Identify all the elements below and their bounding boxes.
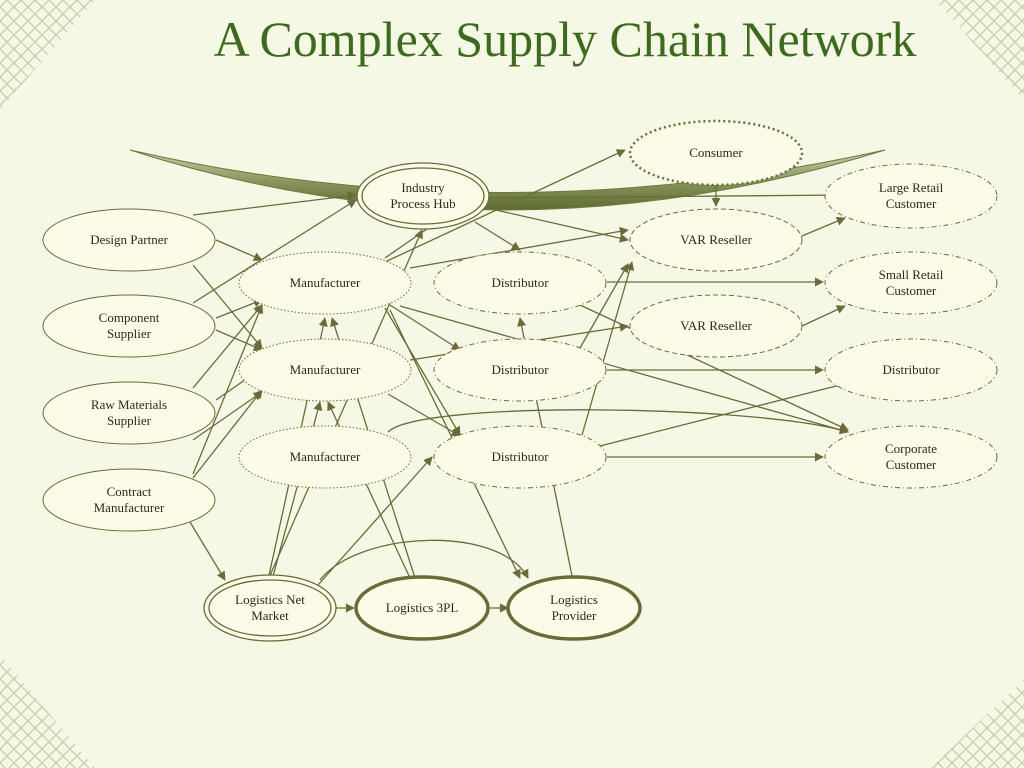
- node-var-reseller-2[interactable]: [629, 294, 803, 358]
- edge-mfr1-consumer: [384, 149, 626, 263]
- label-industry-hub: Industry Process Hub: [390, 180, 456, 211]
- label-var-reseller-1: VAR Reseller: [680, 232, 752, 247]
- node-design-partner[interactable]: [42, 208, 216, 272]
- node-manufacturer-1[interactable]: [238, 251, 412, 315]
- node-logistics-provider[interactable]: [506, 575, 642, 641]
- edge-mfr1-dist2: [389, 304, 461, 351]
- edge-design-mfr1: [215, 239, 263, 261]
- node-var-reseller-1[interactable]: [629, 208, 803, 272]
- edge-lnm-lp: [319, 539, 529, 581]
- edge-mfr3-corporate: [387, 409, 849, 434]
- label-distributor-2: Distributor: [491, 362, 549, 377]
- label-manufacturer-1: Manufacturer: [289, 275, 361, 290]
- label-distributor-right: Distributor: [882, 362, 940, 377]
- node-distributor-3[interactable]: [433, 425, 607, 489]
- label-corporate-customer: Corporate Customer: [885, 441, 937, 472]
- node-industry-hub-inner: [361, 167, 485, 225]
- label-consumer: Consumer: [689, 145, 743, 160]
- corner-decoration-top-right: [935, 0, 1024, 100]
- node-distributor-1[interactable]: [433, 251, 607, 315]
- edge-contract-mfr1: [192, 304, 264, 475]
- node-logistics-net-market-inner: [208, 579, 332, 637]
- slide-title: A Complex Supply Chain Network: [213, 11, 917, 67]
- edge-raw-mfr1: [192, 304, 263, 389]
- label-var-reseller-2: VAR Reseller: [680, 318, 752, 333]
- label-small-retail: Small Retail Customer: [878, 267, 944, 298]
- label-distributor-3: Distributor: [491, 449, 549, 464]
- edge-contract-lnm: [189, 521, 226, 581]
- node-corporate-customer[interactable]: [824, 425, 998, 489]
- node-raw-materials[interactable]: [42, 381, 216, 445]
- node-small-retail[interactable]: [824, 251, 998, 315]
- node-large-retail[interactable]: [824, 163, 998, 229]
- label-distributor-1: Distributor: [491, 275, 549, 290]
- edge-var1-large-retail: [801, 216, 846, 237]
- node-manufacturer-3[interactable]: [238, 425, 412, 489]
- node-distributor-2[interactable]: [433, 338, 607, 402]
- label-manufacturer-2: Manufacturer: [289, 362, 361, 377]
- node-component-supplier[interactable]: [42, 294, 216, 358]
- edge-dist3-dist-right: [599, 380, 849, 447]
- edge-mfr1-dist3: [384, 307, 461, 436]
- edge-hub-large-retail: [488, 190, 846, 200]
- edge-component-mfr1: [215, 298, 263, 319]
- node-logistics-3pl[interactable]: [354, 575, 490, 641]
- node-manufacturer-2[interactable]: [238, 338, 412, 402]
- corner-decoration-bottom-right: [930, 680, 1024, 768]
- edge-mfr1-corporate: [399, 305, 849, 435]
- label-contract-manufacturer: Contract Manufacturer: [93, 484, 165, 515]
- label-logistics-3pl: Logistics 3PL: [385, 600, 459, 615]
- label-design-partner: Design Partner: [90, 232, 168, 247]
- node-contract-manufacturer[interactable]: [42, 468, 216, 532]
- label-large-retail: Large Retail Customer: [878, 180, 944, 211]
- edge-component-hub: [192, 199, 357, 304]
- edge-hub-dist1: [474, 221, 521, 251]
- edge-hub-var1: [486, 207, 629, 243]
- label-logistics-provider: Logistics Provider: [550, 592, 598, 623]
- edge-var2-small-retail: [801, 305, 846, 327]
- node-distributor-right[interactable]: [824, 338, 998, 402]
- edge-dist2-var1: [579, 263, 629, 349]
- edge-component-mfr2: [215, 329, 263, 351]
- edge-mfr2-dist3: [387, 393, 461, 437]
- node-consumer[interactable]: [628, 119, 804, 187]
- edge-lnm-dist3: [317, 456, 433, 586]
- edge-raw-mfr3: [192, 391, 263, 441]
- edge-design-hub: [192, 191, 357, 216]
- label-component-supplier: Component Supplier: [98, 310, 160, 341]
- label-raw-materials: Raw Materials Supplier: [90, 397, 168, 428]
- edge-dist3-var1: [581, 261, 635, 436]
- label-manufacturer-3: Manufacturer: [289, 449, 361, 464]
- label-logistics-net-market: Logistics Net Market: [235, 592, 305, 623]
- edge-dist1-corporate: [579, 304, 849, 431]
- corner-decoration-bottom-left: [0, 655, 95, 768]
- edge-contract-mfr2: [192, 389, 263, 479]
- corner-decoration-top-left: [0, 0, 95, 110]
